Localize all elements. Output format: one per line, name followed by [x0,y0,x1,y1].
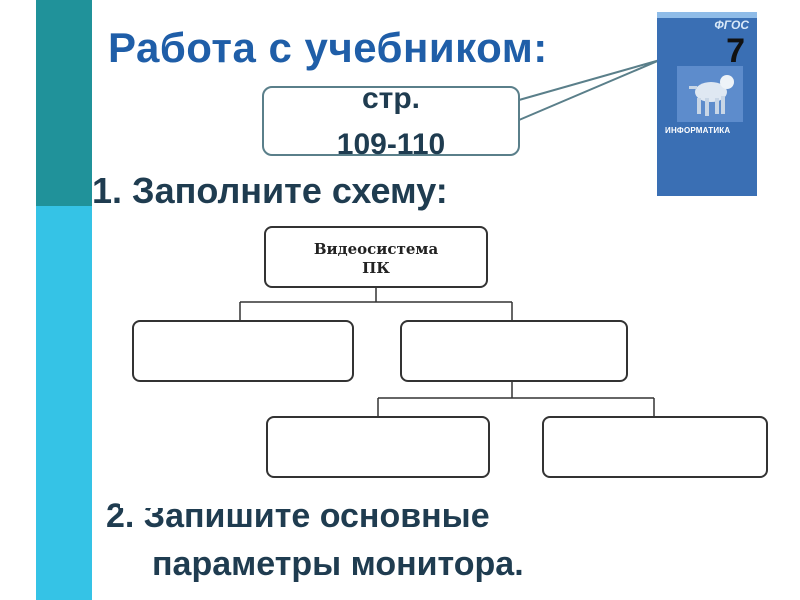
textbook-cover: ФГОС 7 ИНФОРМАТИКА [657,12,757,196]
scheme-empty-box-bottom-right[interactable] [542,416,768,478]
scheme-root-line2: ПК [362,259,390,277]
cover-top-band [657,12,757,18]
left-stripe-light [36,206,92,600]
scheme-empty-box-bottom-left[interactable] [266,416,490,478]
left-stripe-dark [36,0,92,206]
scheme-empty-box-right[interactable] [400,320,628,382]
page-reference-callout: стр. 109-110 [262,82,520,161]
grade-number: 7 [726,32,745,70]
slide-title: Работа с учебником: [108,24,548,71]
textbook-subject: ИНФОРМАТИКА [665,126,731,135]
page-ref-pages: 109-110 [336,128,446,161]
fgos-badge: ФГОС [714,18,749,32]
task-2-line2: параметры монитора. [152,545,524,583]
scheme-connectors [239,288,655,416]
robot-dog-illustration [677,66,743,122]
scheme-root-box: Видеосистема ПК [264,226,488,288]
scheme-empty-box-left[interactable] [132,320,354,382]
task-1-label: 1. Заполните схему: [92,170,448,211]
overlap-cover [120,486,680,508]
scheme-root-line1: Видеосистема [313,240,439,258]
page-ref-label: стр. [361,82,421,115]
video-system-scheme: Видеосистема ПК [120,222,780,484]
